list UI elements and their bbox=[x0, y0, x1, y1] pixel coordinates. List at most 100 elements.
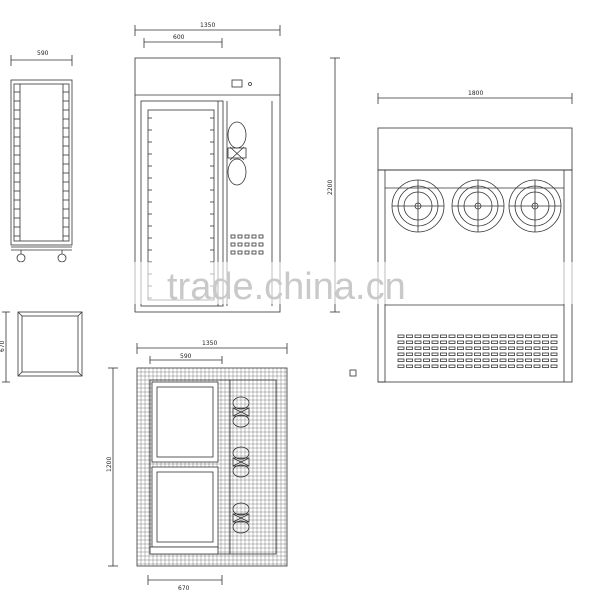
cabinet-plan-view bbox=[108, 343, 288, 585]
vent-slot bbox=[533, 364, 541, 368]
vent-slot bbox=[499, 352, 507, 356]
cart-elevation bbox=[10, 55, 73, 263]
vent-slot bbox=[448, 352, 456, 356]
vent-slot bbox=[414, 364, 422, 368]
cart-plan bbox=[2, 311, 83, 383]
vent-slot bbox=[397, 352, 405, 356]
vent-slot bbox=[491, 358, 498, 362]
vent-slot bbox=[516, 352, 524, 356]
vent-slot bbox=[258, 234, 264, 239]
fan-cross bbox=[232, 407, 250, 417]
watermark-band bbox=[0, 262, 600, 304]
fan-motor bbox=[232, 513, 250, 523]
vent-slot bbox=[406, 352, 413, 356]
vent-slot bbox=[499, 358, 507, 362]
front-width-dimension: 1350 bbox=[200, 22, 215, 29]
vent-slot bbox=[533, 358, 541, 362]
vent-slot bbox=[465, 340, 473, 344]
vent-slot bbox=[533, 340, 541, 344]
vent-slot bbox=[448, 334, 456, 338]
vent-slot bbox=[516, 340, 524, 344]
vent-slot bbox=[499, 364, 507, 368]
vent-slot bbox=[440, 334, 447, 338]
vent-slot bbox=[465, 346, 473, 350]
vent-slot bbox=[431, 346, 439, 350]
vent-slot bbox=[516, 346, 524, 350]
vent-slot bbox=[550, 352, 558, 356]
vent-slot bbox=[525, 352, 532, 356]
vent-slot bbox=[465, 358, 473, 362]
vent-slot bbox=[440, 352, 447, 356]
vent-slot bbox=[474, 358, 481, 362]
vent-slot bbox=[533, 352, 541, 356]
fan-cross bbox=[232, 457, 250, 467]
fan-blade-icon bbox=[232, 502, 250, 516]
vent-slot bbox=[508, 334, 515, 338]
vent-slot bbox=[431, 340, 439, 344]
vent-slot bbox=[440, 358, 447, 362]
vent-slot bbox=[499, 340, 507, 344]
side-width-dimension: 1800 bbox=[468, 90, 483, 97]
vent-slot bbox=[482, 334, 490, 338]
vent-slot bbox=[423, 334, 430, 338]
vent-slot bbox=[397, 334, 405, 338]
vent-slot bbox=[516, 358, 524, 362]
vent-slot bbox=[258, 242, 264, 247]
vent-slot bbox=[457, 334, 464, 338]
vent-slot bbox=[491, 334, 498, 338]
vent-slot bbox=[457, 352, 464, 356]
vent-slot bbox=[230, 250, 236, 255]
vent-slot bbox=[482, 364, 490, 368]
vent-slot bbox=[542, 340, 549, 344]
vent-slot bbox=[397, 340, 405, 344]
vent-slot bbox=[474, 364, 481, 368]
vent-slot bbox=[516, 334, 524, 338]
vent-slot bbox=[491, 364, 498, 368]
vent-slot bbox=[397, 358, 405, 362]
vent-slot bbox=[258, 250, 264, 255]
vent-slot bbox=[237, 250, 243, 255]
fan-blade-icon bbox=[232, 464, 250, 478]
vent-slot bbox=[406, 340, 413, 344]
vent-slot bbox=[542, 346, 549, 350]
vent-slot bbox=[457, 364, 464, 368]
vent-slot bbox=[406, 346, 413, 350]
cart-width-dimension: 590 bbox=[37, 50, 49, 57]
vent-slot bbox=[491, 346, 498, 350]
vent-slot bbox=[230, 234, 236, 239]
vent-slot bbox=[516, 364, 524, 368]
vent-slot bbox=[474, 340, 481, 344]
vent-slot bbox=[431, 358, 439, 362]
front-height-dimension: 2200 bbox=[327, 180, 334, 195]
vent-slot bbox=[542, 358, 549, 362]
vent-slot bbox=[251, 242, 257, 247]
vent-slot bbox=[448, 346, 456, 350]
vent-slot bbox=[474, 352, 481, 356]
vent-slot bbox=[230, 242, 236, 247]
vent-slot bbox=[440, 346, 447, 350]
vent-slot bbox=[244, 234, 250, 239]
plan-depth-dimension: 1200 bbox=[106, 457, 113, 472]
vent-slot bbox=[508, 352, 515, 356]
fan-blade-icon bbox=[232, 520, 250, 534]
plan-inner-dimension: 590 bbox=[180, 353, 192, 360]
vent-slot bbox=[406, 364, 413, 368]
fan-motor bbox=[232, 457, 250, 467]
vent-slot bbox=[550, 358, 558, 362]
front-inner-dimension: 600 bbox=[173, 34, 185, 41]
plan-bottom-dimension: 670 bbox=[178, 585, 190, 592]
vent-slot bbox=[482, 346, 490, 350]
vent-slot bbox=[542, 352, 549, 356]
vent-slot bbox=[482, 352, 490, 356]
fan-blade-icon bbox=[232, 414, 250, 428]
vent-slot bbox=[525, 334, 532, 338]
cabinet-side-elevation bbox=[349, 93, 573, 383]
vent-slot bbox=[465, 334, 473, 338]
vent-slot bbox=[414, 346, 422, 350]
fan-motor bbox=[232, 407, 250, 417]
vent-slot bbox=[550, 364, 558, 368]
vent-slot bbox=[550, 340, 558, 344]
vent-slot bbox=[423, 340, 430, 344]
vent-slot bbox=[440, 364, 447, 368]
vent-slot bbox=[237, 242, 243, 247]
